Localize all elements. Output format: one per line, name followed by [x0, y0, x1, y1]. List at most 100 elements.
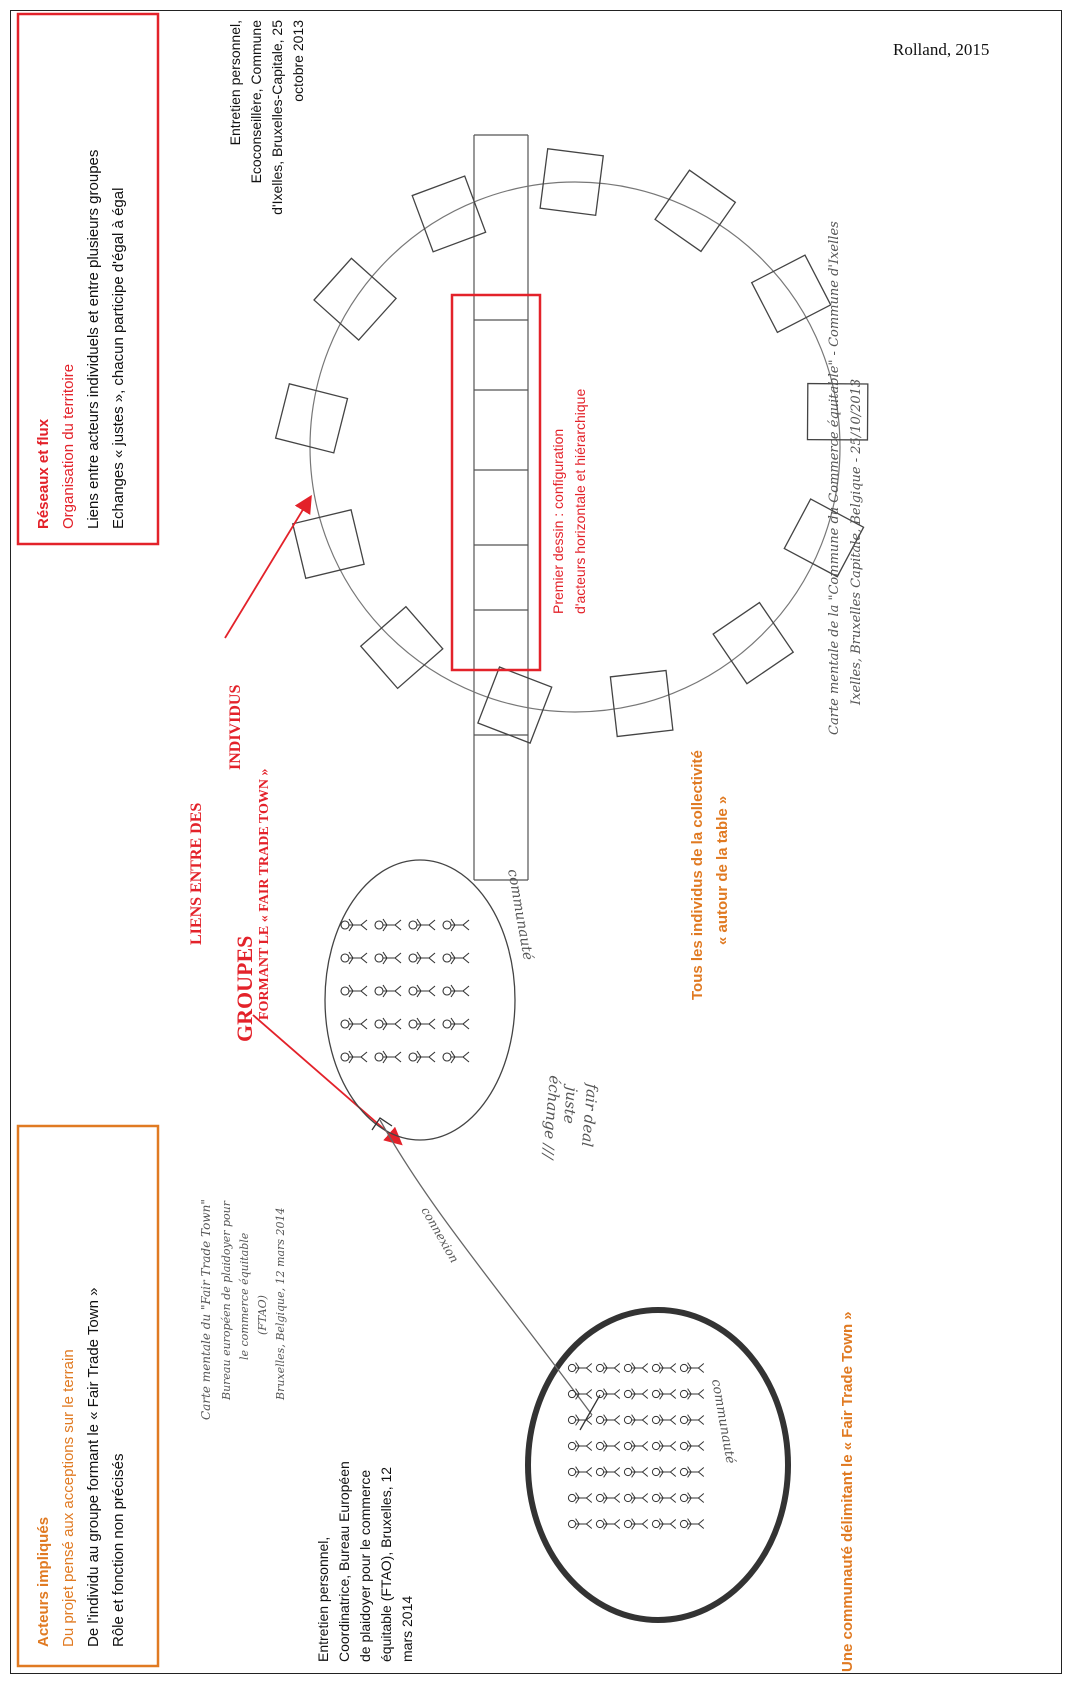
person-figure	[567, 1466, 593, 1478]
network-box	[16, 12, 160, 546]
all-individuals-l1: Tous les individus de la collectivité	[689, 750, 706, 1000]
person-figure	[595, 1362, 621, 1374]
network-box-title: Réseaux et flux	[35, 418, 52, 529]
arrow-to-connection	[252, 1014, 403, 1146]
chair-shape	[539, 147, 604, 217]
person-figure	[442, 1050, 470, 1064]
person-figure	[567, 1440, 593, 1452]
actors-box-subtitle: Du projet pensé aux acceptions sur le te…	[60, 1349, 77, 1647]
person-figure	[595, 1440, 621, 1452]
chair-shape	[291, 509, 365, 580]
person-figure	[408, 918, 436, 932]
forming-label: FORMANT LE « FAIR TRADE TOWN »	[257, 768, 272, 1020]
handwriting-exchange-l1: échange ///	[539, 1075, 564, 1162]
network-box-line2: Echanges « justes », chacun participe d'…	[110, 188, 127, 529]
source-top-l3: d'Ixelles, Bruxelles-Capitale, 25	[269, 20, 285, 215]
handwriting-bottom-l3: le commerce équitable	[238, 1232, 251, 1360]
handwriting-community-2: communauté	[708, 1378, 738, 1465]
source-bottom-l2: Coordinatrice, Bureau Européen	[336, 1461, 352, 1662]
person-figure	[374, 1050, 402, 1064]
person-figure	[651, 1518, 677, 1530]
person-figure	[623, 1466, 649, 1478]
person-figure	[651, 1466, 677, 1478]
first-drawing-l1: Premier dessin : configuration	[550, 429, 566, 614]
person-figure	[567, 1388, 593, 1400]
handwriting-bottom-l4: (FTAO)	[256, 1295, 269, 1335]
source-top-l4: octobre 2013	[290, 20, 306, 102]
person-figure	[623, 1388, 649, 1400]
person-figure	[679, 1388, 705, 1400]
source-bottom-l5: mars 2014	[399, 1596, 415, 1662]
handwriting-community-1: communauté	[504, 868, 536, 962]
links-label-l2: INDIVIDUS	[227, 685, 244, 770]
person-figure	[623, 1518, 649, 1530]
community-drawing	[324, 859, 791, 1623]
person-figure	[595, 1518, 621, 1530]
person-figure	[595, 1492, 621, 1504]
person-figure	[651, 1414, 677, 1426]
person-figure	[651, 1362, 677, 1374]
person-figure	[408, 984, 436, 998]
chair-shape	[654, 169, 737, 253]
person-figure	[442, 984, 470, 998]
person-figure	[679, 1362, 705, 1374]
person-figure	[442, 951, 470, 965]
handwriting-exchange-l3: fair deal	[578, 1082, 602, 1148]
chair-shape	[313, 257, 397, 341]
person-figure	[374, 984, 402, 998]
handwriting-top-l1: Carte mentale de la "Commune du Commerce…	[827, 221, 842, 735]
first-drawing-highlight	[450, 293, 542, 672]
person-figure	[679, 1466, 705, 1478]
handwriting-exchange-l2: juste	[560, 1083, 581, 1124]
person-figure	[595, 1414, 621, 1426]
person-figure	[408, 951, 436, 965]
person-figure	[679, 1414, 705, 1426]
arrow-to-round-table	[224, 494, 312, 639]
credit-label: Rolland, 2015	[893, 40, 989, 59]
chair-shape	[712, 601, 795, 685]
all-individuals-l2: « autour de la table »	[714, 796, 731, 945]
person-figure	[408, 1050, 436, 1064]
person-figure	[679, 1518, 705, 1530]
first-drawing-l2: d'acteurs horizontale et hiérarchique	[572, 389, 588, 614]
person-figure	[651, 1492, 677, 1504]
person-figure	[340, 1017, 368, 1031]
source-top-l1: Entretien personnel,	[227, 20, 243, 145]
person-figure	[567, 1492, 593, 1504]
chair-shape	[477, 666, 553, 744]
person-figure	[340, 1050, 368, 1064]
outer-frame	[10, 10, 1062, 1674]
actors-box-line2: Rôle et fonction non précisés	[110, 1454, 127, 1647]
network-box-line1: Liens entre acteurs individuels et entre…	[85, 150, 102, 529]
person-figure	[374, 918, 402, 932]
person-figure	[408, 1017, 436, 1031]
person-figure	[442, 1017, 470, 1031]
source-top-l2: Ecoconseillère, Commune	[248, 20, 264, 184]
source-bottom-l3: de plaidoyer pour le commerce	[357, 1470, 373, 1662]
person-figure	[623, 1362, 649, 1374]
people-figures	[340, 918, 705, 1530]
groups-label: GROUPES	[232, 936, 257, 1042]
chair-shape	[274, 383, 349, 454]
chair-shape	[411, 175, 487, 253]
chair-shape	[359, 605, 444, 690]
person-figure	[567, 1414, 593, 1426]
chair-shape	[783, 498, 865, 578]
chairs-group	[274, 147, 869, 744]
actors-box-title: Acteurs impliqués	[35, 1517, 52, 1647]
handwriting-top-l2: Ixelles, Bruxelles Capitale, Belgique - …	[849, 379, 864, 706]
person-figure	[374, 951, 402, 965]
person-figure	[442, 918, 470, 932]
actors-box	[16, 1124, 160, 1668]
person-figure	[374, 1017, 402, 1031]
handwriting-bottom-l1: Carte mentale du "Fair Trade Town"	[199, 1199, 213, 1420]
person-figure	[651, 1440, 677, 1452]
chair-shape	[750, 254, 832, 334]
person-figure	[623, 1492, 649, 1504]
handwriting-bottom-l2: Bureau européen de plaidoyer pour	[220, 1200, 233, 1401]
person-figure	[567, 1518, 593, 1530]
round-table-drawing	[309, 134, 841, 881]
handwriting-bottom-l5: Bruxelles, Belgique, 12 mars 2014	[274, 1207, 287, 1401]
person-figure	[595, 1466, 621, 1478]
